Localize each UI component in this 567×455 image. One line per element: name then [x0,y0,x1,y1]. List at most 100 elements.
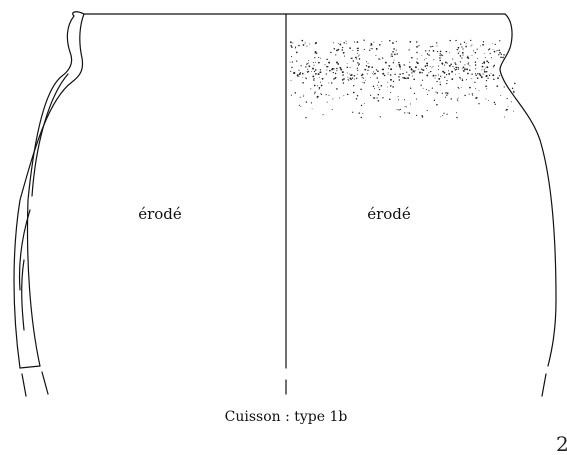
stipple-dot [306,71,308,72]
stipple-dot [444,61,447,64]
stipple-dot [371,48,373,50]
stipple-dot [457,46,460,49]
stipple-dot [307,71,309,73]
stipple-dot [426,64,429,67]
stipple-dot [439,50,442,53]
stipple-dot [355,56,357,59]
stipple-dot [318,87,321,89]
stipple-dot [298,75,300,77]
stipple-dot [390,68,393,71]
stipple-dot [455,68,458,70]
stipple-dot [318,61,320,64]
stipple-dot [311,108,313,110]
stipple-dot [482,73,484,75]
stipple-dot [376,77,379,79]
stipple-dot [379,44,381,46]
stipple-dot [316,97,318,99]
stipple-dot [511,87,514,90]
stipple-dot [339,97,340,99]
stipple-dot [485,67,487,69]
stipple-dot [506,97,508,100]
stipple-dot [503,116,505,118]
stipple-dot [296,60,298,62]
stipple-dot [422,87,424,89]
stipple-dot [330,51,332,54]
stipple-dot [397,96,399,98]
stipple-dot [440,55,442,57]
stipple-dot [301,39,304,42]
stipple-dot [465,45,467,47]
stipple-dot [486,60,488,63]
stipple-dot [346,62,348,64]
stipple-dot [314,57,316,59]
left-wall-line-2 [18,209,31,291]
stipple-dot [482,41,485,43]
stipple-dot [394,73,396,76]
stipple-dot [486,88,488,90]
stipple-dot [375,69,378,71]
left-break-1 [21,373,27,397]
stipple-dot [447,70,450,72]
stipple-dot [346,42,348,44]
stipple-dot [485,98,487,100]
stipple-dot [457,52,460,54]
stipple-dot [450,63,453,66]
stipple-dot [446,113,448,115]
stipple-dot [406,71,408,73]
stipple-dot [390,78,392,81]
left-profile-inner [26,15,75,367]
stipple-dot [435,75,437,77]
stipple-dot [475,97,477,99]
stipple-dot [311,70,313,72]
stipple-dot [452,58,454,60]
stipple-dot [443,64,446,66]
stipple-dot [459,76,461,79]
left-wall-line-3 [21,259,25,331]
stipple-dot [366,73,368,75]
stipple-dot [381,41,383,43]
stipple-dot [357,49,359,52]
stipple-dot [390,85,392,87]
stipple-dot [346,66,349,69]
stipple-dot [362,81,364,83]
stipple-dot [450,98,452,100]
stipple-dot [494,103,496,105]
stipple-dot [393,59,395,61]
firing-type-caption: Cuisson : type 1b [224,409,348,425]
stipple-dot [484,57,486,59]
stipple-dot [347,76,349,78]
stipple-dot [329,69,331,72]
stipple-dot [432,74,435,77]
stipple-dot [456,112,458,114]
stipple-dot [346,72,348,74]
stipple-dot [493,64,496,67]
stipple-dot [387,67,389,69]
stipple-dot [389,86,391,88]
stipple-dot [373,97,375,99]
stipple-dot [313,78,315,80]
stipple-dot [471,54,473,56]
stipple-dot [468,61,470,63]
stipple-dot [474,61,477,63]
stipple-dot [351,77,354,79]
stipple-dot [457,66,459,69]
stipple-dot [436,80,438,83]
stipple-dot [343,55,346,57]
stipple-dot [357,62,359,64]
stipple-dot [488,48,490,51]
stipple-dot [364,102,365,104]
stipple-dot [382,97,384,99]
stipple-dot [328,94,330,96]
right-profile [499,13,557,367]
page-number: 2 [556,432,567,455]
stipple-dot [478,103,480,105]
stipple-dot [377,84,379,86]
stipple-dot [379,116,381,118]
stipple-dot [499,40,501,42]
stipple-dot [464,94,466,97]
stipple-dot [442,70,445,73]
stipple-dot [454,40,456,42]
stipple-dot [463,41,466,44]
stipple-dot [298,69,300,71]
stipple-dot [446,94,448,96]
